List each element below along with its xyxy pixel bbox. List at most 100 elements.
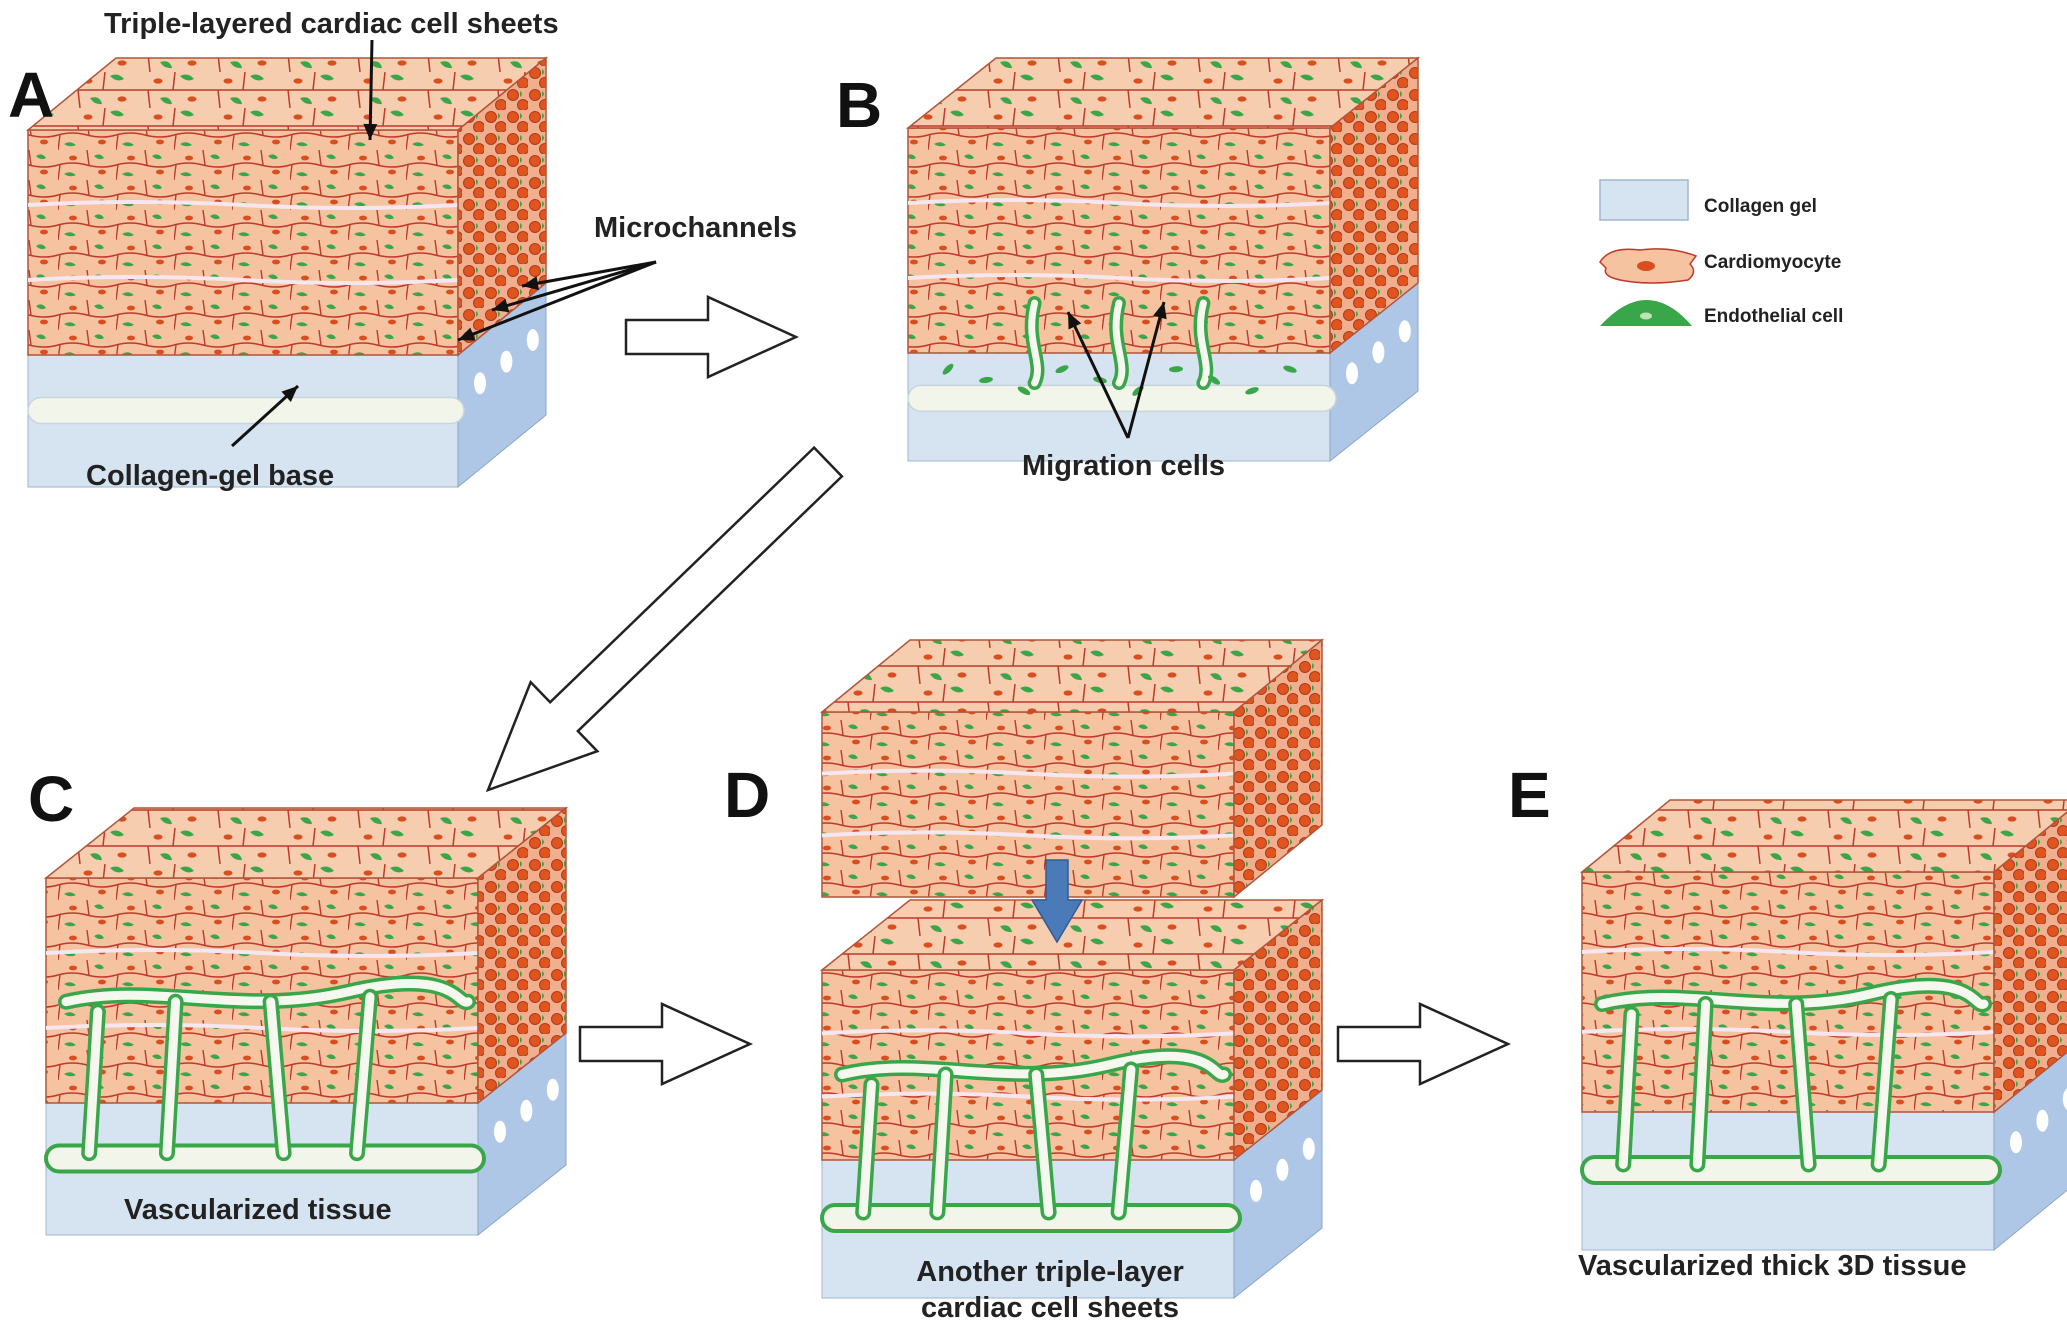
block-c-layer-separator [45,1023,479,1033]
block-d-top-sheet-side [1233,638,1323,899]
block-d-bottom-channel-opening [1302,1137,1315,1160]
collagen-gel-swatch [1599,179,1689,221]
block-c-channel-opening [520,1099,533,1122]
block-b [905,56,1421,463]
block-c-sheet-side [477,806,567,1105]
cardiomyocyte-cell [1599,248,1698,284]
block-b-sheet-top [905,57,1421,129]
pointer-collagen-base-head [281,386,298,402]
block-b-layer-separator [907,198,1331,208]
label-migration-cells: Migration cells [1022,450,1226,482]
block-e-capillary [1791,999,1814,1169]
block-b-sprout-lumen [1197,299,1210,387]
label-collagen-gel-base: Collagen-gel base [86,460,335,492]
pointer-microchannel-3 [457,260,657,342]
block-c-channel-opening [546,1078,559,1101]
block-c-layer-separator [45,948,479,958]
label-vascularized-thick-3d: Vascularized thick 3D tissue [1578,1250,1967,1282]
block-a-sheet-top [25,57,549,131]
pointer-migration-1-head [1068,312,1082,330]
block-d-bottom-channel-opening [1250,1179,1262,1202]
block-b-channel-opening [1372,341,1385,364]
legend-label-cardiomyocyte: Cardiomyocyte [1704,252,1842,273]
pointer-microchannel-2 [491,260,657,312]
pointer-microchannel-3-head [458,327,476,341]
pointer-migration-1 [1066,311,1130,439]
arrow-d-to-e [1336,1002,1512,1086]
block-a-channel-opening [474,372,486,395]
block-a-channel-opening [500,350,513,373]
block-e-channel-opening [2036,1109,2049,1132]
block-e-channel-opening [2010,1131,2022,1154]
block-d-bottom-sheet-side [1233,898,1323,1162]
block-e-capillary [1692,999,1711,1169]
block-c-capillary [84,1007,103,1158]
block-b-channel-opening [1398,320,1411,343]
pointer-triple-layered-head [363,123,378,140]
stack-down-arrow [1030,859,1084,944]
block-d-top-sheet-front [821,711,1235,898]
block-e-microchannel [1580,1154,2002,1185]
block-e-sheet-side [1993,811,2067,1114]
block-d-top [819,638,1325,899]
block-b-migration-cell [979,376,993,384]
block-c-capillary [266,997,289,1158]
block-d-top-layer-separator [821,768,1235,779]
panel-letter-e: E [1508,759,1551,831]
block-a-sheet-front [27,129,459,356]
block-c-capillary [352,992,375,1158]
block-d-bottom [819,898,1325,1300]
block-b-migration-cell [1245,387,1259,395]
block-b-channel-opening [1346,362,1358,385]
panel-letter-c: C [28,763,75,835]
endothelial-nucleus [1640,312,1652,320]
pointer-microchannel-2-head [492,298,510,313]
panel-letter-b: B [836,69,883,141]
block-a-layer-separator [27,200,459,210]
block-d-bottom-capillary [932,1070,951,1217]
panel-letter-a: A [8,59,55,131]
pointer-microchannel-1 [521,260,657,288]
block-c-capillary [61,978,473,1007]
block-c-capillary [162,997,181,1158]
block-d-bottom-capillary [1114,1065,1136,1217]
block-c-sheet-top [43,807,569,879]
block-b-migration-cell [1283,365,1297,373]
label-triple-layered-sheets: Triple-layered cardiac cell sheets [104,8,559,40]
pointer-migration-2-head [1153,302,1167,320]
pointer-microchannel-1-head [522,276,539,291]
label-another-triple-layer-line1: Another triple-layer [916,1256,1184,1288]
block-b-sprout-lumen [1112,299,1126,387]
arrow-b-to-c [485,445,844,793]
block-c-channel-opening [494,1120,506,1143]
block-a [25,56,549,489]
block-d-bottom-layer-separator [821,1028,1235,1039]
panel-letter-d: D [724,759,771,831]
arrow-c-to-d [578,1002,754,1086]
block-b-sprout-lumen [1028,299,1041,387]
cardiomyocyte-nucleus [1637,261,1655,271]
block-e-sheet-top [1579,799,2067,873]
block-c [43,806,569,1237]
block-b-migration-cell [1169,366,1183,373]
block-e-layer-separator [1581,1027,1995,1037]
block-e-channel-opening [2062,1088,2067,1110]
block-d-bottom-capillary [858,1080,876,1217]
block-a-layer-separator [27,275,459,285]
label-microchannels: Microchannels [594,212,798,244]
block-b-migration-cell [1207,375,1221,385]
block-e-layer-separator [1581,947,1995,957]
block-e-capillary [1874,994,1896,1169]
block-d-bottom-layer-separator [821,1091,1235,1102]
label-vascularized-tissue: Vascularized tissue [124,1194,392,1226]
block-d-bottom-channel-opening [1276,1158,1289,1181]
block-c-microchannel [44,1143,486,1174]
endothelial-cell [1600,300,1692,326]
block-e-capillary [1597,981,1989,1009]
pointer-migration-2 [1126,301,1166,439]
arrow-a-to-b [624,295,800,379]
block-a-channel-opening [526,329,539,351]
block-a-microchannel [27,396,465,425]
